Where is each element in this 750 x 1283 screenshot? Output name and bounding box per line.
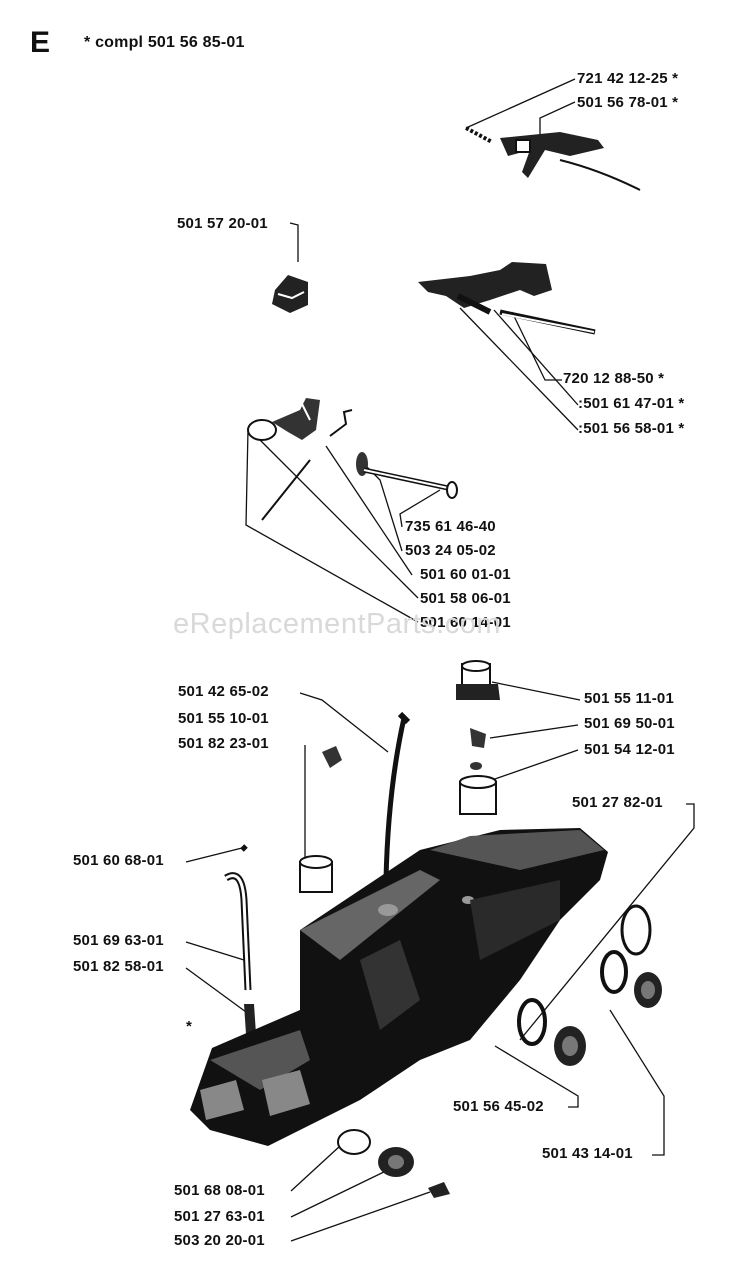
leader-line	[494, 1045, 579, 1108]
assembly-note: * compl 501 56 85-01	[84, 34, 245, 51]
tank-cap-part	[456, 660, 500, 815]
part-label: 501 69 63-01	[73, 932, 164, 949]
part-label: 735 61 46-40	[405, 518, 496, 535]
part-label: :501 61 47-01 *	[578, 395, 685, 412]
leader-line	[491, 681, 581, 701]
part-label: 501 69 50-01	[584, 715, 675, 732]
leader-line	[290, 1169, 389, 1218]
part-label: 501 82 23-01	[178, 735, 269, 752]
leader-line	[465, 78, 576, 129]
part-asterisk: *	[186, 1018, 193, 1035]
part-label: 503 24 05-02	[405, 542, 496, 559]
part-label: 501 42 65-02	[178, 683, 269, 700]
leader-line	[493, 309, 579, 406]
leader-line	[519, 803, 695, 1041]
section-letter: E	[30, 26, 51, 59]
leader-line	[491, 749, 579, 781]
part-label: 501 68 08-01	[174, 1182, 265, 1199]
leader-line	[539, 101, 576, 140]
leader-line	[185, 967, 247, 1013]
oil-hose-part	[224, 844, 256, 1034]
leader-line	[185, 847, 243, 863]
bottom-plug-part	[337, 1129, 450, 1198]
part-label: 720 12 88-50 *	[563, 370, 665, 387]
leader-line	[290, 1191, 431, 1242]
part-label: 501 82 58-01	[73, 958, 164, 975]
leader-line	[361, 461, 403, 552]
leader-line	[325, 445, 413, 576]
leader-line	[185, 941, 245, 961]
part-label: 503 20 20-01	[174, 1232, 265, 1249]
leader-line	[399, 489, 441, 528]
part-label: 501 60 01-01	[420, 566, 511, 583]
throttle-trigger-part	[465, 126, 641, 191]
leader-line	[289, 222, 299, 262]
part-label: 501 43 14-01	[542, 1145, 633, 1162]
choke-linkage-part	[247, 398, 353, 521]
leader-line	[459, 307, 579, 431]
part-label: 501 55 11-01	[584, 690, 674, 707]
part-label: 501 56 45-02	[453, 1098, 544, 1115]
part-label: 721 42 12-25 *	[577, 70, 679, 87]
part-label: 501 57 20-01	[177, 215, 268, 232]
throttle-lock-part	[418, 262, 596, 335]
leader-line	[299, 692, 389, 753]
tank-housing-part	[190, 828, 608, 1146]
part-label: 501 54 12-01	[584, 741, 675, 758]
fuel-hose-part	[299, 711, 411, 893]
part-label: 501 58 06-01	[420, 590, 511, 607]
part-label: 501 60 14-01	[420, 614, 511, 631]
part-label: 501 27 82-01	[572, 794, 663, 811]
part-label: 501 60 68-01	[73, 852, 164, 869]
small-block-part	[272, 275, 308, 313]
choke-shaft-part	[356, 452, 458, 499]
leader-line	[290, 1145, 341, 1192]
part-label: 501 55 10-01	[178, 710, 269, 727]
leader-line	[609, 1009, 665, 1156]
leader-line	[245, 429, 419, 623]
seal-ring-part	[517, 904, 662, 1066]
part-label: :501 56 58-01 *	[578, 420, 685, 437]
part-label: 501 27 63-01	[174, 1208, 265, 1225]
watermark: eReplacementParts.com	[173, 608, 502, 640]
leader-line	[489, 724, 579, 739]
part-label: 501 56 78-01 *	[577, 94, 679, 111]
leader-line	[259, 439, 419, 599]
